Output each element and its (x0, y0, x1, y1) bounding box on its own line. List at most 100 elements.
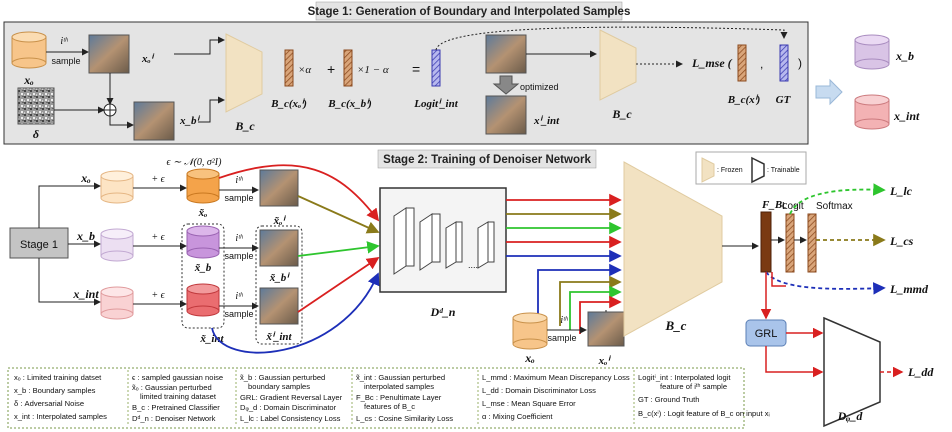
legend-fbc: F_Bc : Penultimate Layer (356, 393, 442, 402)
legend-bc: B_c : Pretrained Classifier (132, 403, 220, 412)
legend-xint-tilde: x̃_int : Gaussian perturbed (356, 373, 445, 382)
legend-alpha: α : Mixing Coefficient (482, 412, 553, 421)
legend-xb-tilde-2: boundary samples (248, 382, 310, 391)
ith-1: iᵗʰ (235, 175, 243, 186)
xoi-bottom-image (587, 311, 625, 347)
output-arrow-icon (815, 78, 843, 106)
xint-label-stage2: x_int (72, 287, 99, 301)
legend-xb: x_b : Boundary samples (14, 386, 96, 395)
lmse-label: L_mse ( (691, 56, 733, 70)
legend-gt: GT : Ground Truth (638, 395, 699, 404)
bc-xbi-feature (343, 49, 353, 87)
bc-frozen-stage2 (623, 161, 723, 337)
times-one-minus-alpha: ×1 − α (357, 64, 389, 76)
xb-tilde-label: x̃_b (194, 262, 212, 274)
xo-label-stage1: xₒ (23, 73, 34, 87)
fbc-label: F_Bc (761, 199, 787, 211)
legend-lmmd: L_mmd : Maximum Mean Discrepancy Loss (482, 373, 630, 382)
times-alpha: ×α (298, 64, 311, 76)
grl-label: GRL (755, 328, 778, 340)
comma: , (760, 57, 763, 71)
stage1-panel: Stage 1: Generation of Boundary and Inte… (3, 1, 843, 145)
legend-xo: xₒ : Limited training datset (14, 373, 102, 382)
legend-xb-tilde: x̃_b : Gaussian perturbed (240, 373, 326, 382)
noise-equation: ϵ ∼ 𝒩(0, σ²I) (167, 157, 223, 168)
lmmd-label: L_mmd (889, 282, 929, 296)
softmax-label: Softmax (816, 201, 853, 212)
denoiser-ellipsis: .... (468, 260, 478, 270)
lcs-label: L_cs (889, 234, 914, 248)
bc-xi-feature (737, 44, 747, 82)
legend-llc: L_lc : Label Consistency Loss (240, 414, 341, 423)
xo-tilde-cylinder (186, 168, 220, 204)
logit-int-label: Logitⁱ_int (413, 98, 458, 110)
legend-grl: GRL: Gradient Reversal Layer (240, 393, 343, 402)
ldd-label: L_dd (907, 365, 934, 379)
xint-init-image (485, 34, 527, 74)
sample-1: sample (224, 193, 253, 203)
xint-out-label: x_int (893, 109, 920, 123)
plus-eps-1: + ϵ (151, 174, 165, 185)
trainable-swatch-icon (751, 156, 765, 184)
frozen-swatch-icon (701, 157, 715, 183)
xb-out-label: x_b (895, 49, 914, 63)
xint-cylinder-light (100, 286, 134, 320)
xb-label-stage2: x_b (76, 229, 95, 243)
xb-tilde-cylinder (186, 225, 220, 259)
xoi-label: xₒⁱ (141, 53, 155, 65)
xo-tilde-i-label: x̃ₒⁱ (273, 215, 287, 227)
plus-eps-3: + ϵ (151, 290, 165, 301)
xo-label-stage2: xₒ (80, 171, 91, 185)
legend-dd: Dᵩ_d : Domain Discriminator (240, 403, 337, 412)
xbi-image (133, 101, 175, 141)
ith-bottom: iᵗʰ (560, 315, 568, 326)
optimized-arrow-icon (492, 75, 520, 95)
llc-label: L_lc (889, 184, 913, 198)
bc-frozen-stage1 (225, 33, 263, 113)
delta-label: δ (33, 127, 39, 141)
xo-tilde-label: x̃ₒ (198, 207, 208, 219)
ith-3: iᵗʰ (235, 291, 243, 302)
ith-label-stage1: iᵗʰ (60, 36, 68, 47)
denoiser-label: Dᵈ_n (430, 305, 456, 319)
legend-lcs: L_cs : Cosine Similarity Loss (356, 414, 453, 423)
legend-xo-tilde: x̃ₒ : Gaussian perturbed (132, 383, 212, 392)
legend-ldd: L_dd : Domain Discriminator Loss (482, 386, 596, 395)
xbi-label: x_bⁱ (179, 115, 201, 127)
gt-feature (779, 44, 789, 82)
xo-tilde-i-image (259, 169, 299, 207)
xint-tilde-label: x̃_int (199, 333, 224, 345)
stage2-title: Stage 2: Training of Denoiser Network (383, 154, 591, 166)
softmax-feature (807, 213, 817, 273)
ith-2: iᵗʰ (235, 233, 243, 244)
legend-xint: x_int : Interpolated samples (14, 412, 107, 421)
xo-cylinder-light (100, 170, 134, 204)
stage2-title-box (377, 149, 597, 169)
bc-label-stage2: B_c (665, 318, 687, 333)
legend-lmse: L_mse : Mean Square Error (482, 399, 576, 408)
perturbed-group-box (181, 223, 225, 329)
legend-fbc-2: features of B_c (364, 402, 415, 411)
xint-tilde-cylinder (186, 283, 220, 317)
equals-operator: = (412, 61, 420, 77)
xint-tilde-i-label: x̃ⁱ_int (265, 331, 292, 343)
logit-feature (785, 213, 795, 273)
xint-label: xⁱ_int (533, 115, 560, 127)
close-paren: ) (798, 56, 802, 70)
xb-tilde-i-image (259, 229, 299, 267)
bc-label-stage1: B_c (234, 119, 255, 133)
xoi-image (88, 34, 130, 74)
xb-tilde-i-label: x̃_bⁱ (269, 272, 291, 284)
trainable-label: : Trainable (767, 167, 800, 174)
bc-xi-label: B_c(xⁱ) (727, 94, 761, 106)
xb-cylinder-light (100, 228, 134, 262)
legend-logit-int-2: feature of iᵗʰ sample (660, 382, 727, 391)
gt-label: GT (776, 94, 792, 106)
xoi-bottom-label: xₒⁱ (598, 355, 612, 367)
logit-int-feature (431, 49, 441, 87)
xint-image (485, 95, 527, 135)
stage1-title: Stage 1: Generation of Boundary and Inte… (308, 6, 631, 18)
sample-group-box (255, 225, 303, 345)
frozen-label: : Frozen (717, 167, 743, 174)
logit-label: Logit (782, 201, 804, 212)
